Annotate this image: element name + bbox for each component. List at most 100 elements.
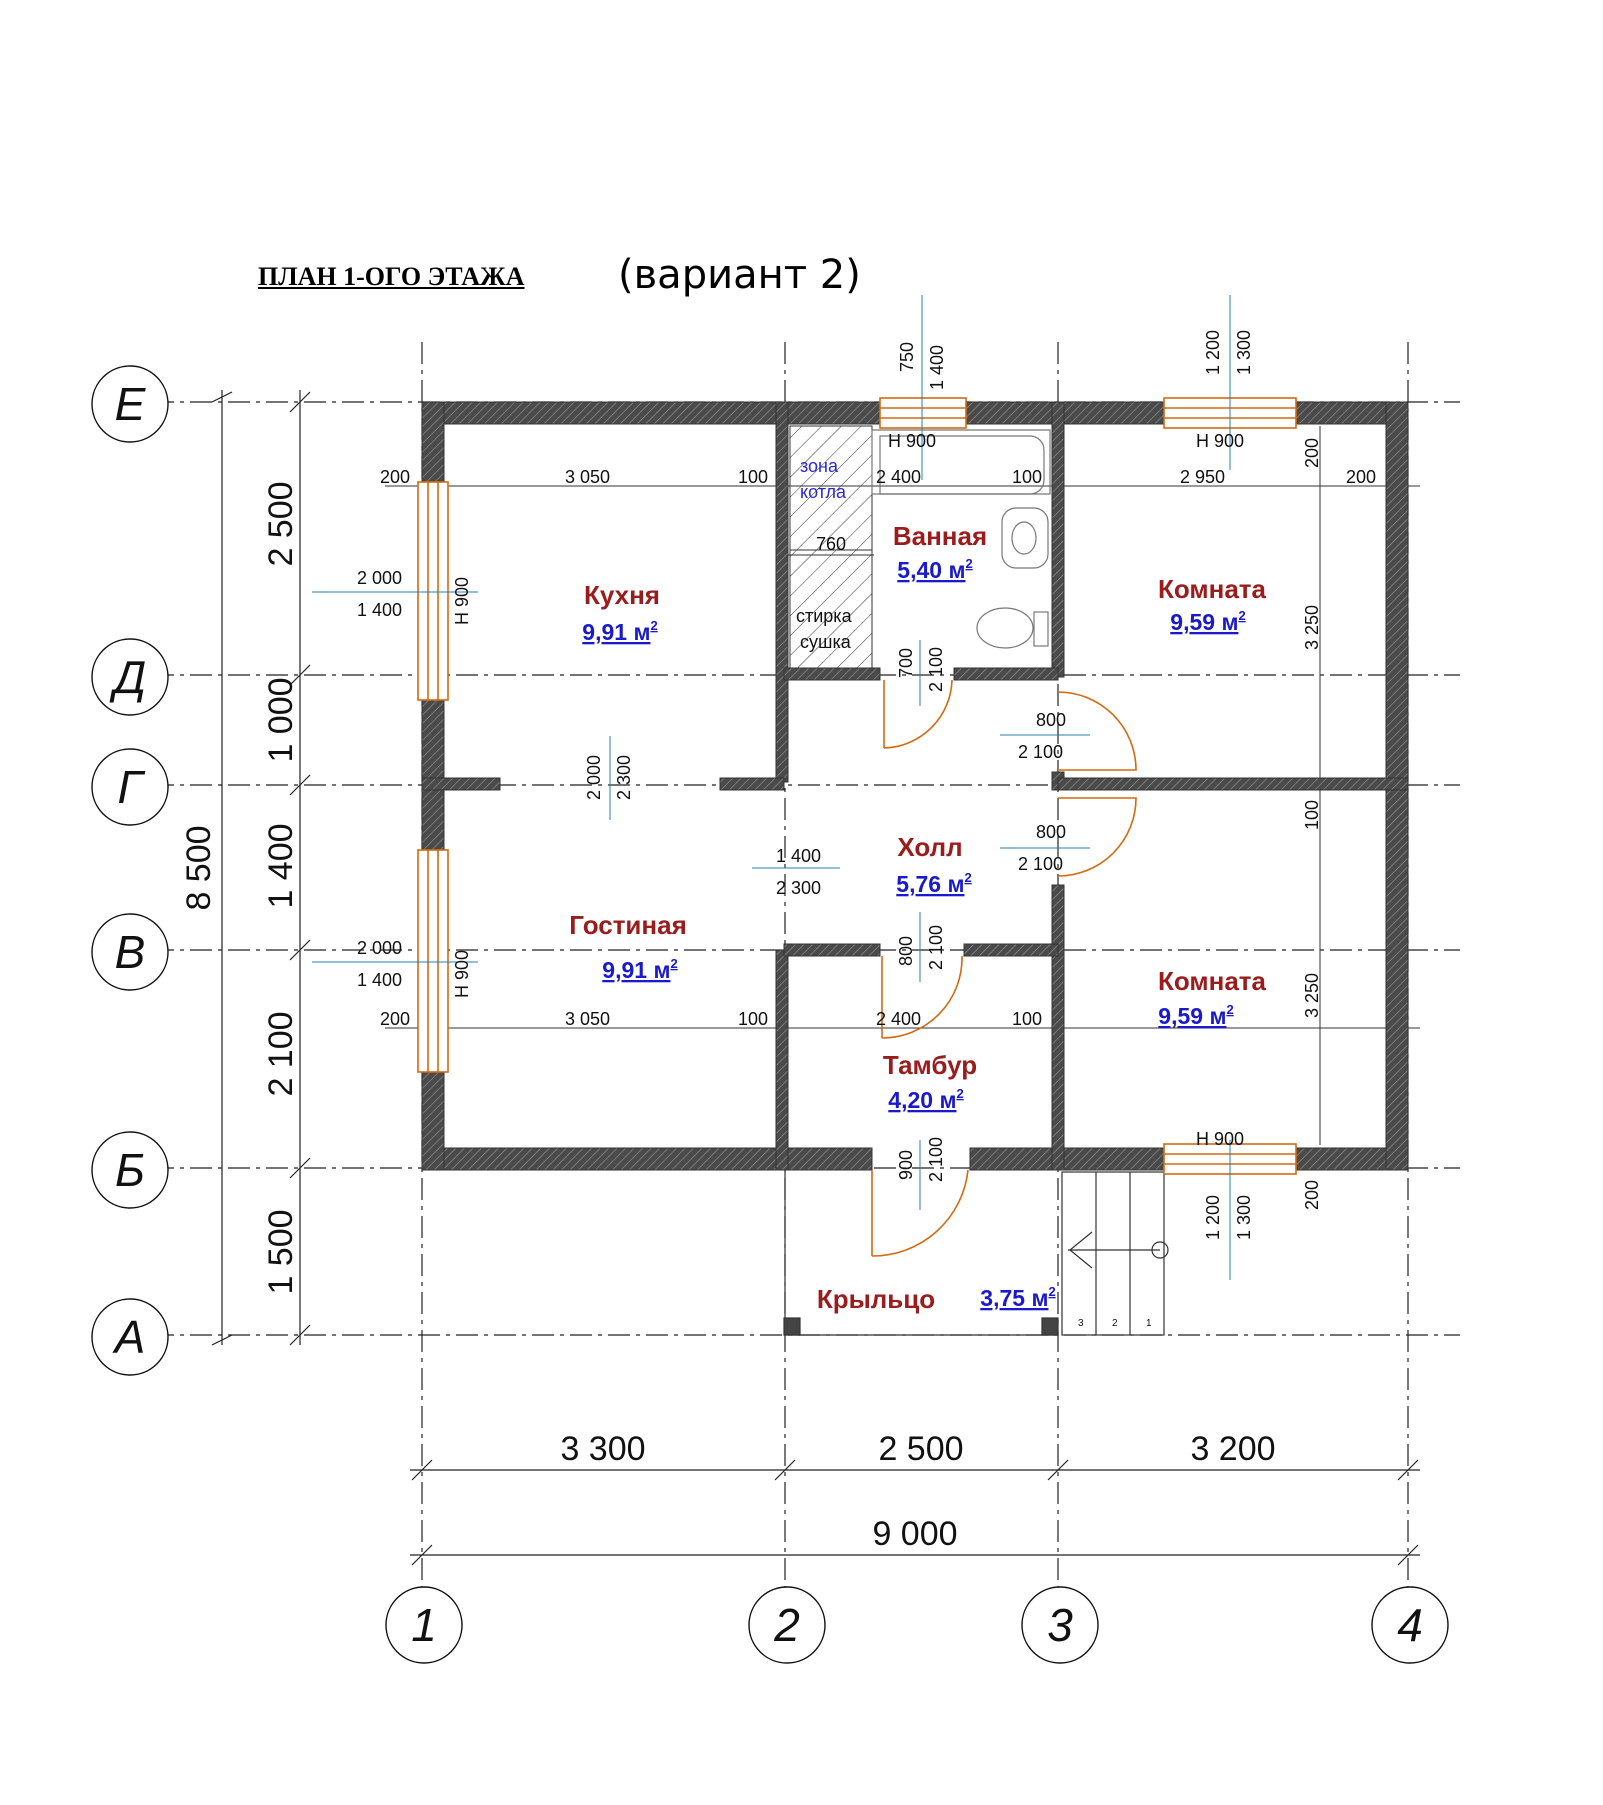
door-bath[interactable] bbox=[883, 679, 953, 749]
wall-g-right bbox=[1057, 777, 1409, 791]
zone-boiler-line-2: котла bbox=[800, 482, 847, 502]
svg-text:2 100: 2 100 bbox=[1018, 854, 1063, 874]
axis-label-v: В bbox=[115, 926, 146, 978]
window-kitchen-west bbox=[417, 481, 449, 701]
zone-laundry-line-2: сушка bbox=[800, 632, 852, 652]
dim-overall-height: 8 500 bbox=[180, 825, 218, 910]
svg-text:200: 200 bbox=[1346, 467, 1376, 487]
svg-text:3: 3 bbox=[1078, 1318, 1084, 1329]
room-area-living: 9,91 м2 bbox=[602, 956, 677, 983]
svg-text:200: 200 bbox=[1302, 1180, 1322, 1210]
door-entrance[interactable] bbox=[871, 1169, 969, 1257]
dim-col-span-3: 3 200 bbox=[1190, 1430, 1275, 1468]
dim-overall-width: 9 000 bbox=[872, 1515, 957, 1553]
svg-text:100: 100 bbox=[738, 467, 768, 487]
svg-text:3 050: 3 050 bbox=[565, 467, 610, 487]
axis-label-2: 2 bbox=[773, 1599, 800, 1651]
bathtub bbox=[871, 429, 1051, 495]
svg-text:1 400: 1 400 bbox=[776, 846, 821, 866]
svg-text:2 100: 2 100 bbox=[926, 925, 946, 970]
wall-axis3-lower bbox=[1051, 884, 1065, 1171]
window-dims: 750 1 400 Н 900 1 200 1 300 Н 900 2 000 … bbox=[357, 330, 1254, 1240]
wall-vestibule-north-right bbox=[963, 943, 1059, 957]
svg-text:2 950: 2 950 bbox=[1180, 467, 1225, 487]
room-name-porch: Крыльцо bbox=[817, 1284, 935, 1314]
svg-text:700: 700 bbox=[896, 648, 916, 678]
svg-text:1: 1 bbox=[1146, 1318, 1152, 1329]
boiler-zone bbox=[789, 425, 873, 551]
svg-text:2 000: 2 000 bbox=[357, 568, 402, 588]
svg-text:200: 200 bbox=[380, 1009, 410, 1029]
svg-text:2 300: 2 300 bbox=[614, 755, 634, 800]
svg-text:1 400: 1 400 bbox=[927, 345, 947, 390]
room-area-porch: 3,75 м2 bbox=[980, 1284, 1055, 1311]
zone-labels: зона котла стирка сушка bbox=[796, 456, 853, 652]
window-living-west bbox=[417, 849, 449, 1073]
axis-label-3: 3 bbox=[1047, 1599, 1073, 1651]
dim-row-span-5: 1 500 bbox=[262, 1209, 300, 1294]
toilet bbox=[976, 607, 1049, 649]
axis-label-e: Е bbox=[115, 378, 147, 430]
external-dim-lines bbox=[211, 390, 1420, 1566]
svg-text:200: 200 bbox=[380, 467, 410, 487]
svg-text:1 200: 1 200 bbox=[1203, 330, 1223, 375]
svg-text:1 400: 1 400 bbox=[357, 970, 402, 990]
room-name-room-top: Комната bbox=[1158, 574, 1267, 604]
wall-north-left bbox=[421, 401, 881, 425]
room-name-room-bottom: Комната bbox=[1158, 966, 1267, 996]
door-vestibule[interactable] bbox=[881, 955, 963, 1039]
door-dims: 700 2 100 800 2 100 800 2 100 2 000 2 30… bbox=[584, 647, 1066, 1182]
svg-text:Н 900: Н 900 bbox=[1196, 1129, 1244, 1149]
sink bbox=[1001, 507, 1049, 569]
axis-bubble-2 bbox=[748, 1586, 826, 1664]
utility-zones bbox=[789, 425, 873, 669]
svg-text:1 400: 1 400 bbox=[357, 600, 402, 620]
axis-bubble-1 bbox=[385, 1586, 463, 1664]
svg-text:3 050: 3 050 bbox=[565, 1009, 610, 1029]
door-room-top[interactable] bbox=[1057, 691, 1137, 771]
svg-text:2 400: 2 400 bbox=[876, 1009, 921, 1029]
svg-text:800: 800 bbox=[896, 936, 916, 966]
room-area-vestibule: 4,20 м2 bbox=[888, 1086, 963, 1113]
wall-west-1 bbox=[421, 401, 445, 483]
svg-text:2 000: 2 000 bbox=[584, 755, 604, 800]
axis-label-a: А bbox=[112, 1311, 146, 1363]
wall-north-mid bbox=[965, 401, 1165, 425]
axis-bubble-b bbox=[91, 1131, 169, 1209]
svg-text:750: 750 bbox=[897, 342, 917, 372]
wall-g-left bbox=[421, 777, 501, 791]
zone-laundry-line-1: стирка bbox=[796, 606, 853, 626]
room-name-hall: Холл bbox=[897, 832, 962, 862]
svg-text:2 100: 2 100 bbox=[926, 1137, 946, 1182]
axis-bubbles bbox=[91, 365, 1449, 1664]
svg-text:2 400: 2 400 bbox=[876, 467, 921, 487]
room-name-bath: Ванная bbox=[893, 521, 987, 551]
porch bbox=[783, 1168, 1059, 1336]
svg-text:Н 900: Н 900 bbox=[1196, 431, 1244, 451]
svg-text:Н 900: Н 900 bbox=[452, 950, 472, 998]
svg-text:760: 760 bbox=[816, 534, 846, 554]
window-bath-north bbox=[879, 397, 967, 429]
laundry-zone bbox=[789, 549, 873, 669]
svg-text:2 000: 2 000 bbox=[357, 938, 402, 958]
wall-bath-south-right bbox=[953, 667, 1059, 681]
marker-lines bbox=[312, 295, 1231, 1280]
stair-step-numbers: 3 2 1 bbox=[1078, 1318, 1152, 1329]
room-area-kitchen: 9,91 м2 bbox=[582, 618, 657, 645]
axis-label-g: Г bbox=[117, 761, 145, 813]
axis-label-4: 4 bbox=[1397, 1599, 1423, 1651]
svg-text:800: 800 bbox=[1036, 822, 1066, 842]
interior-dims: 200 3 050 100 2 400 100 2 950 200 200 3 … bbox=[380, 438, 1376, 1210]
room-area-bath: 5,40 м2 bbox=[897, 556, 972, 583]
dim-row-span-3: 1 400 bbox=[262, 823, 300, 908]
door-room-bottom[interactable] bbox=[1057, 797, 1137, 877]
svg-text:2 300: 2 300 bbox=[776, 878, 821, 898]
svg-text:Н 900: Н 900 bbox=[888, 431, 936, 451]
svg-text:1 300: 1 300 bbox=[1234, 1195, 1254, 1240]
dim-col-span-1: 3 300 bbox=[560, 1430, 645, 1468]
axis-bubble-v bbox=[91, 913, 169, 991]
wall-axis2-lower bbox=[775, 949, 789, 1171]
axis-bubble-d bbox=[91, 638, 169, 716]
